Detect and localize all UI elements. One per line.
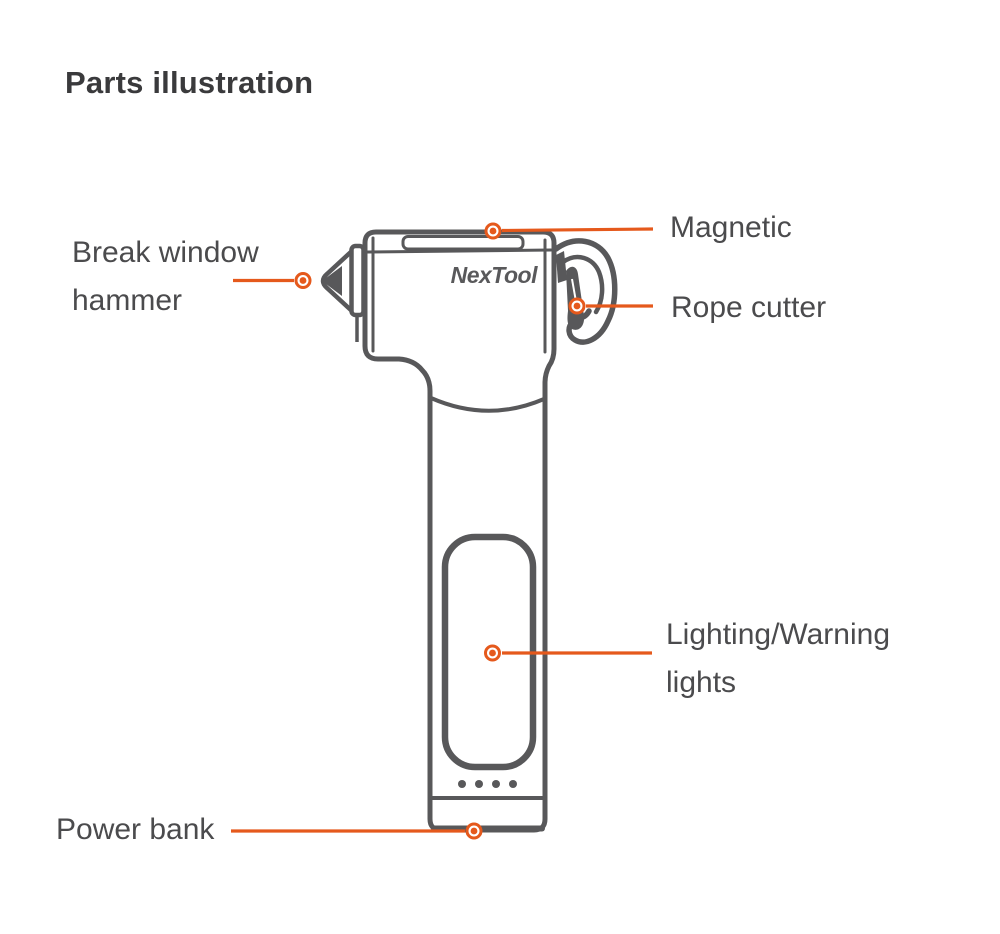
label-power-bank: Power bank bbox=[56, 813, 215, 846]
rope-cutter-marker bbox=[568, 297, 586, 315]
break-hammer-marker bbox=[294, 272, 312, 289]
magnetic-marker bbox=[484, 222, 502, 240]
rope-cutter-hook bbox=[553, 238, 618, 345]
battery-indicator-dots bbox=[458, 780, 517, 788]
label-break-window-hammer-line2: hammer bbox=[72, 284, 183, 317]
hammer-head-details bbox=[365, 235, 553, 413]
head-top-panel bbox=[401, 235, 525, 251]
magnetic-callout-line bbox=[501, 227, 654, 233]
head-top-band-line bbox=[365, 248, 553, 254]
battery-dot bbox=[475, 780, 483, 788]
hook-inner-curve bbox=[560, 254, 605, 315]
label-break-window-hammer-line1: Break window bbox=[72, 236, 259, 269]
rope-cutter-blade bbox=[556, 251, 585, 330]
power-bank-section bbox=[428, 796, 547, 832]
blade-anchor bbox=[556, 251, 567, 283]
spike-tip-fill bbox=[322, 266, 342, 296]
page-title: Parts illustration bbox=[65, 65, 314, 100]
label-lighting-line1: Lighting/Warning bbox=[666, 618, 891, 651]
battery-dot bbox=[492, 780, 500, 788]
label-lighting-warning-lights: Lighting/Warning lights bbox=[666, 611, 890, 707]
battery-dot bbox=[509, 780, 517, 788]
callout-lines bbox=[231, 227, 654, 833]
label-magnetic: Magnetic bbox=[670, 211, 792, 244]
handle-shoulder-arc bbox=[429, 396, 546, 413]
power-bank-marker bbox=[465, 822, 483, 840]
brand-logo-text: NexTool bbox=[451, 262, 538, 288]
spike-base-plate bbox=[349, 243, 366, 318]
label-lighting-line2: lights bbox=[666, 666, 737, 699]
label-rope-cutter: Rope cutter bbox=[671, 291, 827, 324]
lighting-marker bbox=[484, 644, 501, 662]
label-break-window-hammer: Break window hammer bbox=[72, 229, 259, 325]
callout-markers bbox=[294, 222, 586, 840]
battery-dot bbox=[458, 780, 466, 788]
strike-spike bbox=[320, 243, 366, 342]
